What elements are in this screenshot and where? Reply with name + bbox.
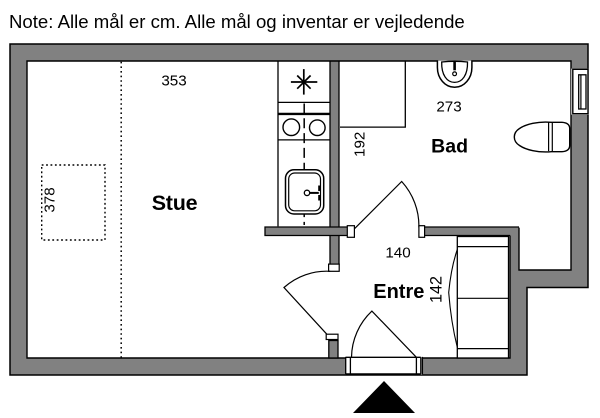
svg-text:Entre: Entre [373,281,424,303]
svg-text:273: 273 [436,99,461,116]
svg-text:Note: Alle mål er cm. Alle mål: Note: Alle mål er cm. Alle mål og invent… [9,11,465,32]
svg-text:192: 192 [351,132,368,157]
svg-text:140: 140 [385,245,410,262]
svg-text:Stue: Stue [152,191,198,215]
svg-text:353: 353 [161,73,186,90]
svg-text:Bad: Bad [431,136,468,158]
svg-text:378: 378 [42,187,59,212]
svg-text:142: 142 [428,276,446,303]
